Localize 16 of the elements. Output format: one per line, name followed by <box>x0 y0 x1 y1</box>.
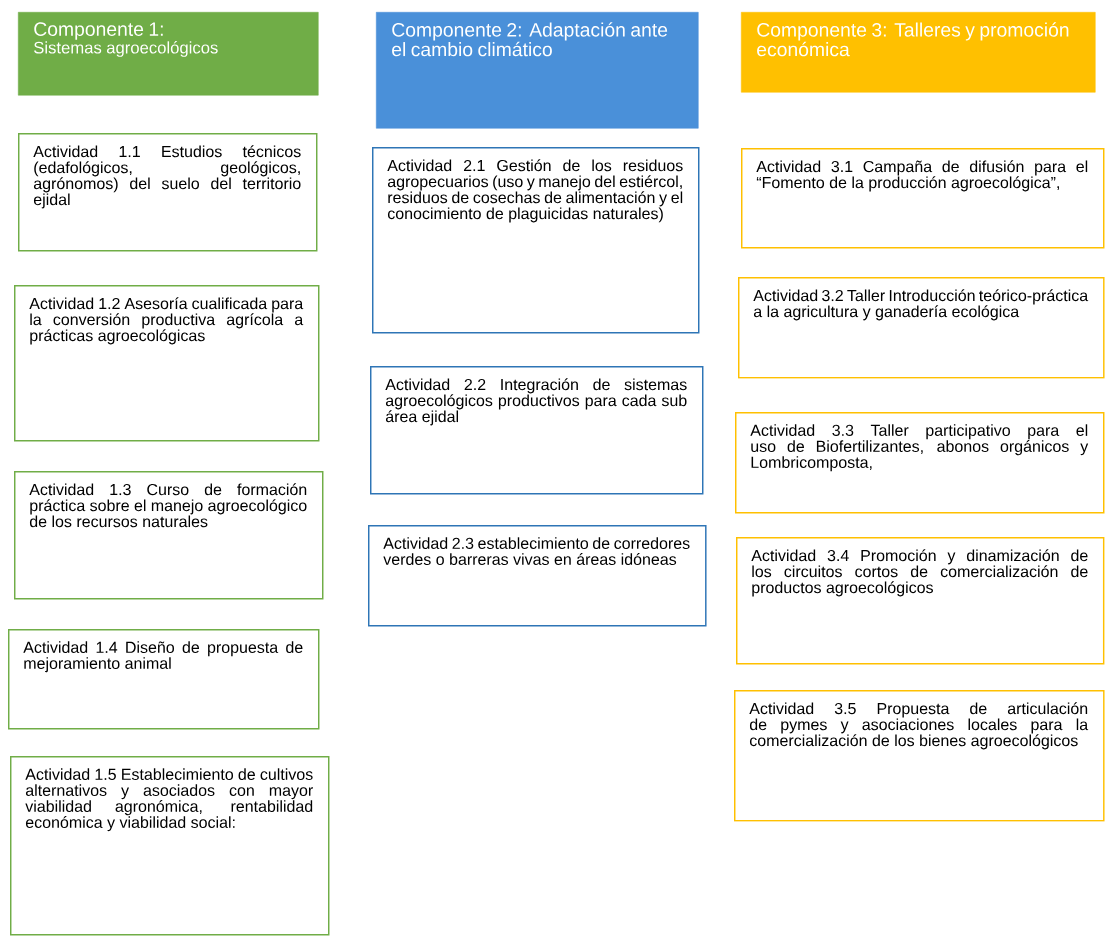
component-header: Componente 3: Talleres y promoción económica <box>741 12 1096 93</box>
activity-box: Actividad 2.1 Gestión de los residuos agropecuarios (uso y manejo del estiércol, residuos de cosechas de alimentación y el conocimiento de plaguicidas naturales) <box>372 147 700 334</box>
activity-box: Actividad 1.1 Estudios técnicos (edafológicos, geológicos, agrónomos) del suelo del territorio ejidal <box>18 133 318 252</box>
activity-box: Actividad 2.2 Integración de sistemas agroecológicos productivos para cada sub área ejidal <box>370 366 704 495</box>
activity-box: Actividad 1.2 Asesoría cualificada para la conversión productiva agrícola a prácticas agroecológicas <box>14 285 320 442</box>
activity-box: Actividad 3.2 Taller Introducción teórico-práctica a la agricultura y ganadería ecológica <box>738 277 1105 379</box>
activity-box: Actividad 3.4 Promoción y dinamización de los circuitos cortos de comercialización de productos agroecológicos <box>736 537 1105 665</box>
activity-box: Actividad 1.5 Establecimiento de cultivos alternativos y asociados con mayor viabilidad agronómica, rentabilidad económica y viabilidad social: <box>10 756 330 936</box>
activity-box: Actividad 1.3 Curso de formación práctica sobre el manejo agroecológico de los recursos naturales <box>14 471 324 600</box>
component-header: Componente 2: Adaptación ante el cambio climático <box>376 12 699 129</box>
activity-box: Actividad 3.3 Taller participativo para el uso de Biofertilizantes, abonos orgánicos y Lombricomposta, <box>735 412 1105 514</box>
activity-box: Actividad 3.5 Propuesta de articulación de pymes y asociaciones locales para la comercialización de los bienes agroecológicos <box>734 690 1105 822</box>
activity-box: Actividad 2.3 establecimiento de corredores verdes o barreras vivas en áreas idóneas <box>368 525 707 627</box>
activity-box: Actividad 1.4 Diseño de propuesta de mejoramiento animal <box>8 629 320 730</box>
activity-box: Actividad 3.1 Campaña de difusión para el “Fomento de la producción agroecológica”, <box>741 148 1105 249</box>
component-header: Componente 1: Sistemas agroecológicos <box>18 12 319 96</box>
